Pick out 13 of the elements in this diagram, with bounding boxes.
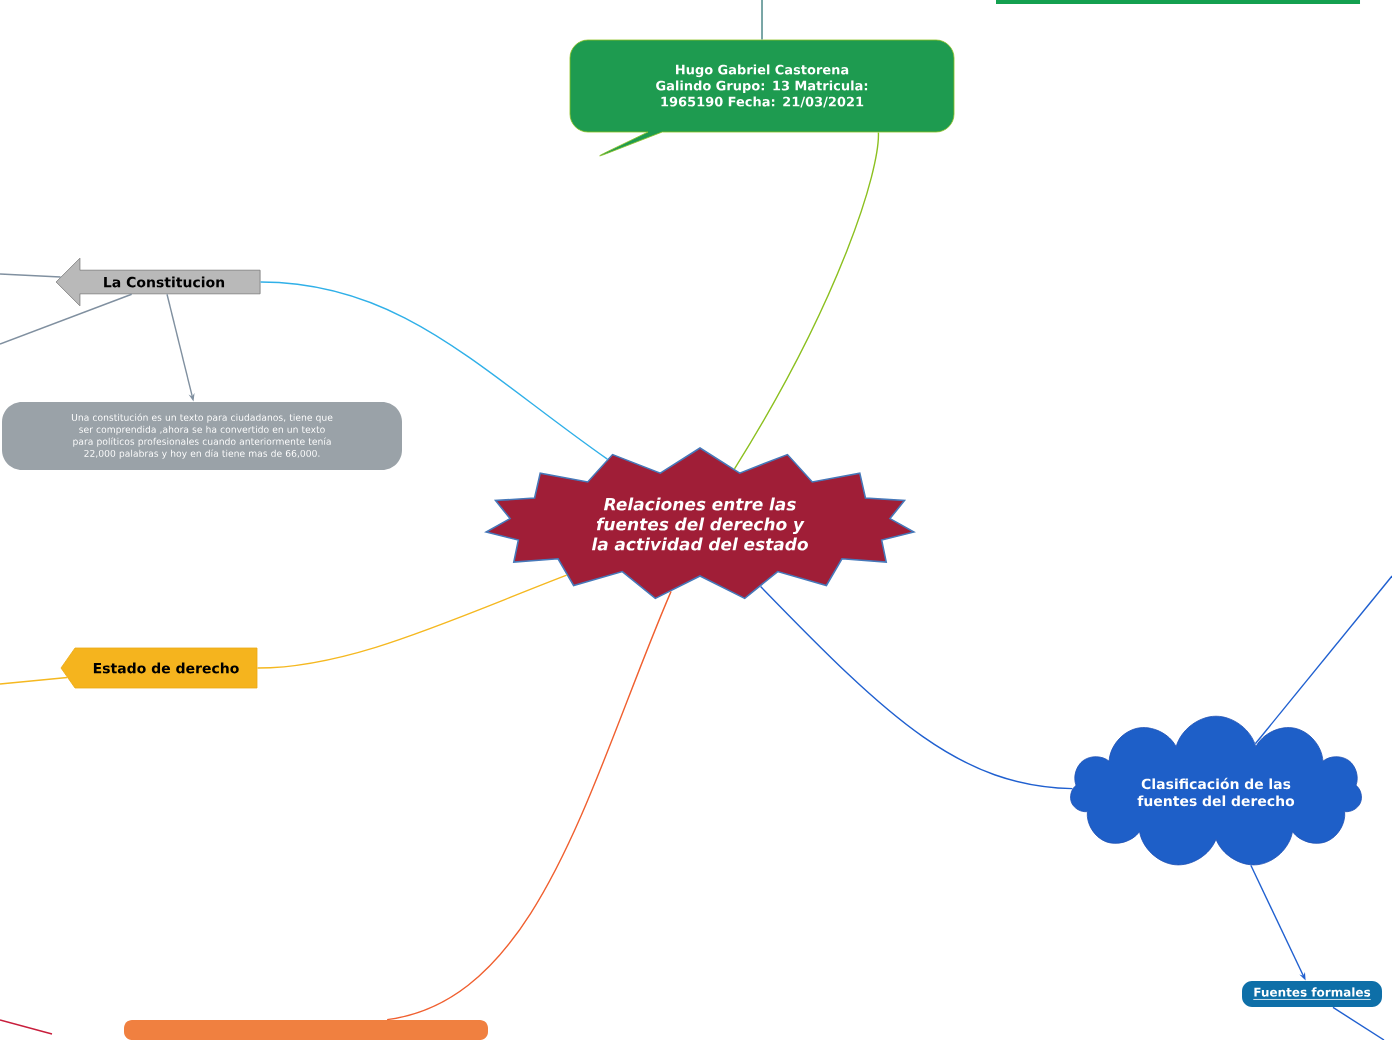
connector <box>259 281 609 460</box>
branch-box <box>124 1020 488 1040</box>
connector <box>1332 1006 1385 1040</box>
connector <box>759 585 1074 790</box>
connector <box>0 273 62 278</box>
connector <box>0 676 68 685</box>
connector <box>1254 575 1392 745</box>
connector <box>256 574 568 669</box>
connector <box>733 131 880 470</box>
connector <box>386 590 672 1021</box>
topic-starburst: Relaciones entre las fuentes del derecho y la actividad del estado <box>484 447 916 600</box>
connector <box>761 0 763 41</box>
connector <box>0 293 133 345</box>
